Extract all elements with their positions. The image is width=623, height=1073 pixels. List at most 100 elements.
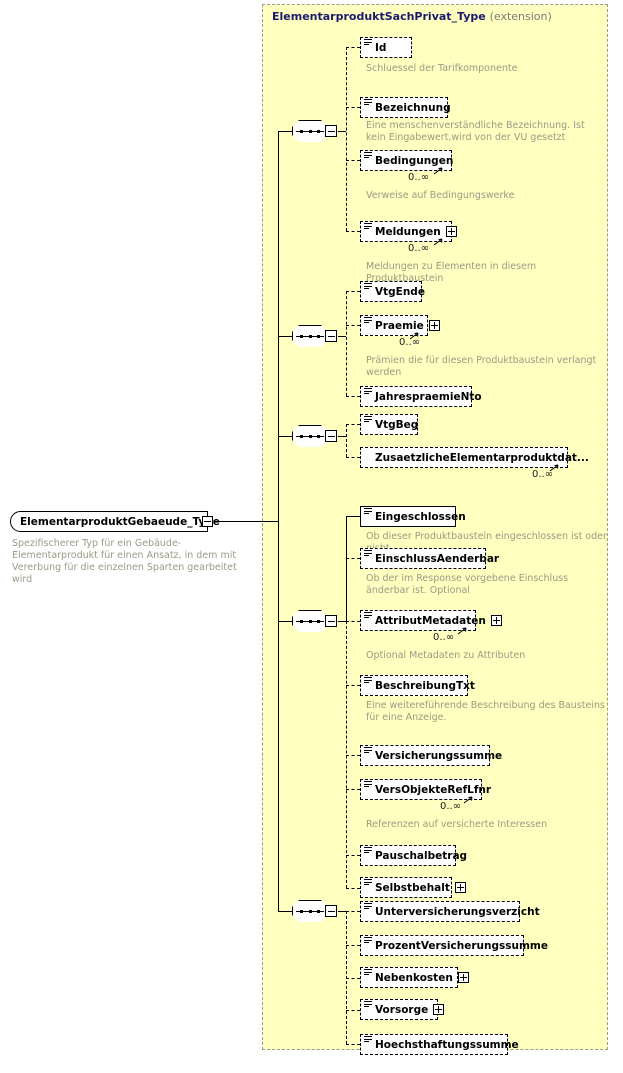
element-box-einschlussaenderbar[interactable]: EinschlussAenderbar: [360, 548, 499, 572]
element-box-vtgende[interactable]: VtgEnde: [360, 281, 425, 305]
sequence-5-toggle[interactable]: [325, 905, 337, 917]
g4-branch-7: [346, 855, 360, 856]
element-label: Pauschalbetrag: [375, 849, 468, 862]
element-box-jahrespraemienoto[interactable]: JahrespraemieNto: [360, 386, 482, 410]
g3-branch-1: [346, 424, 360, 425]
element-label: Meldungen: [375, 225, 441, 238]
g1-branch-1: [346, 47, 360, 48]
element-box-nebenkosten[interactable]: Nebenkosten: [360, 967, 469, 991]
element-glyph-icon: [364, 747, 372, 754]
element-box-attributmetadaten[interactable]: AttributMetadaten: [360, 610, 502, 635]
element-description-beschreibungtxt: Eine weitereführende Beschreibung des Ba…: [366, 700, 605, 723]
g5-branch-5: [346, 1044, 360, 1045]
element-box-eingeschlossen[interactable]: Eingeschlossen: [360, 506, 466, 530]
g2-branch-2: [346, 325, 360, 326]
element-label: ProzentVersicherungssumme: [375, 939, 548, 952]
root-type-description: Spezifischerer Typ für ein Gebäude-Eleme…: [12, 538, 237, 585]
root-type-box[interactable]: ElementarproduktGebaeude_Type: [10, 511, 220, 534]
element-description-praemie: Prämien die für diesen Produktbaustein v…: [366, 355, 597, 378]
element-label: EinschlussAenderbar: [375, 552, 500, 565]
element-box-versicherungssumme[interactable]: Versicherungssumme: [360, 745, 502, 769]
element-glyph-icon: [364, 99, 372, 106]
cardinality-versobjekterefLfnr: 0..∞: [440, 801, 462, 812]
element-glyph-icon: [364, 677, 372, 684]
element-glyph-icon: [364, 223, 372, 230]
repeat-arrow-icon: [433, 167, 443, 175]
g4-branch-3: [346, 621, 360, 622]
g1-trunk-stub: [278, 131, 292, 132]
g5-fan-stub: [338, 911, 346, 912]
trunk-vertical-line: [278, 131, 279, 911]
element-label: Eingeschlossen: [375, 510, 466, 523]
expand-plus-icon[interactable]: [490, 615, 502, 626]
sequence-compositor-4[interactable]: [292, 610, 340, 636]
element-label: Selbstbehalt: [375, 881, 450, 894]
element-label: VtgBeg: [375, 418, 419, 431]
expand-plus-icon[interactable]: [457, 972, 469, 983]
extension-type-name: ElementarproduktSachPrivat_Type: [272, 10, 486, 23]
g2-branch-3: [346, 396, 360, 397]
expand-plus-icon[interactable]: [445, 226, 457, 237]
element-glyph-icon: [364, 317, 372, 324]
g2-fan-stub: [338, 336, 346, 337]
g5-branch-3: [346, 978, 360, 979]
element-glyph-icon: [364, 550, 372, 557]
g3-fan-vertical: [346, 424, 347, 457]
repeat-arrow-icon: [457, 627, 467, 635]
element-description-bezeichnung: Eine menschenverständliche Bezeichnung. …: [366, 120, 585, 143]
g1-branch-3: [346, 160, 360, 161]
g5-branch-1: [346, 911, 360, 912]
repeat-arrow-icon: [409, 332, 419, 340]
element-box-vtgbeg[interactable]: VtgBeg: [360, 414, 421, 438]
element-box-zusaetzlicheelementarproduktdaten[interactable]: ZusaetzlicheElementarproduktdat...: [360, 447, 589, 472]
element-box-selbstbehalt[interactable]: Selbstbehalt: [360, 877, 466, 901]
sequence-compositor-3[interactable]: [292, 425, 340, 451]
extension-type-title: ElementarproduktSachPrivat_Type (extensi…: [272, 10, 552, 23]
expand-plus-icon[interactable]: [433, 1004, 445, 1015]
g4-branch-5: [346, 755, 360, 756]
sequence-3-toggle[interactable]: [325, 430, 337, 442]
sequence-compositor-1[interactable]: [292, 120, 340, 146]
g4-fan-stub: [338, 621, 346, 622]
element-box-prozentversicherungssumme[interactable]: ProzentVersicherungssumme: [360, 935, 548, 959]
g3-branch-2: [346, 457, 360, 458]
element-box-unterversicherungsverzicht[interactable]: Unterversicherungsverzicht: [360, 901, 540, 925]
element-description-einschlussaenderbar: Ob der im Response vorgebene Einschluss …: [366, 573, 569, 596]
g3-trunk-stub: [278, 436, 292, 437]
g4-branch-8: [346, 888, 360, 889]
element-box-id[interactable]: Id: [360, 37, 415, 61]
element-box-vorsorge[interactable]: Vorsorge: [360, 999, 445, 1023]
g4-fan-vertical-solid: [346, 516, 347, 622]
extension-panel: [262, 4, 608, 1050]
element-box-praemie[interactable]: Praemie: [360, 315, 440, 340]
element-description-versobjekterefLfnr: Referenzen auf versicherte Interessen: [366, 819, 548, 830]
sequence-2-toggle[interactable]: [325, 330, 337, 342]
g1-fan-vertical: [346, 47, 347, 231]
sequence-compositor-5[interactable]: [292, 900, 340, 926]
element-label: Praemie: [375, 319, 424, 332]
element-glyph-icon: [364, 152, 372, 159]
expand-plus-icon[interactable]: [454, 882, 466, 893]
element-box-hoechsthaftungssumme[interactable]: Hoechsthaftungssumme: [360, 1034, 519, 1058]
element-label: VtgEnde: [375, 285, 425, 298]
g4-branch-1: [346, 516, 360, 517]
sequence-4-toggle[interactable]: [325, 615, 337, 627]
element-label: Id: [375, 41, 387, 54]
element-box-meldungen[interactable]: Meldungen: [360, 221, 457, 246]
cardinality-praemie: 0..∞: [399, 337, 421, 348]
element-glyph-icon: [364, 388, 372, 395]
g2-branch-1: [346, 291, 360, 292]
element-glyph-icon: [364, 1036, 372, 1043]
sequence-compositor-2[interactable]: [292, 325, 340, 351]
element-label: ZusaetzlicheElementarproduktdat...: [375, 451, 589, 464]
element-box-bedingungen[interactable]: Bedingungen: [360, 150, 455, 175]
sequence-1-toggle[interactable]: [325, 125, 337, 137]
element-box-versobjekterefLfnr[interactable]: VersObjekteRefLfnr: [360, 779, 491, 804]
element-box-beschreibungtxt[interactable]: BeschreibungTxt: [360, 675, 475, 699]
expand-plus-icon[interactable]: [428, 320, 440, 331]
element-box-pauschalbetrag[interactable]: Pauschalbetrag: [360, 845, 467, 869]
element-box-bezeichnung[interactable]: Bezeichnung: [360, 97, 451, 121]
element-label: Bedingungen: [375, 154, 454, 167]
root-collapse-toggle[interactable]: [202, 516, 213, 527]
